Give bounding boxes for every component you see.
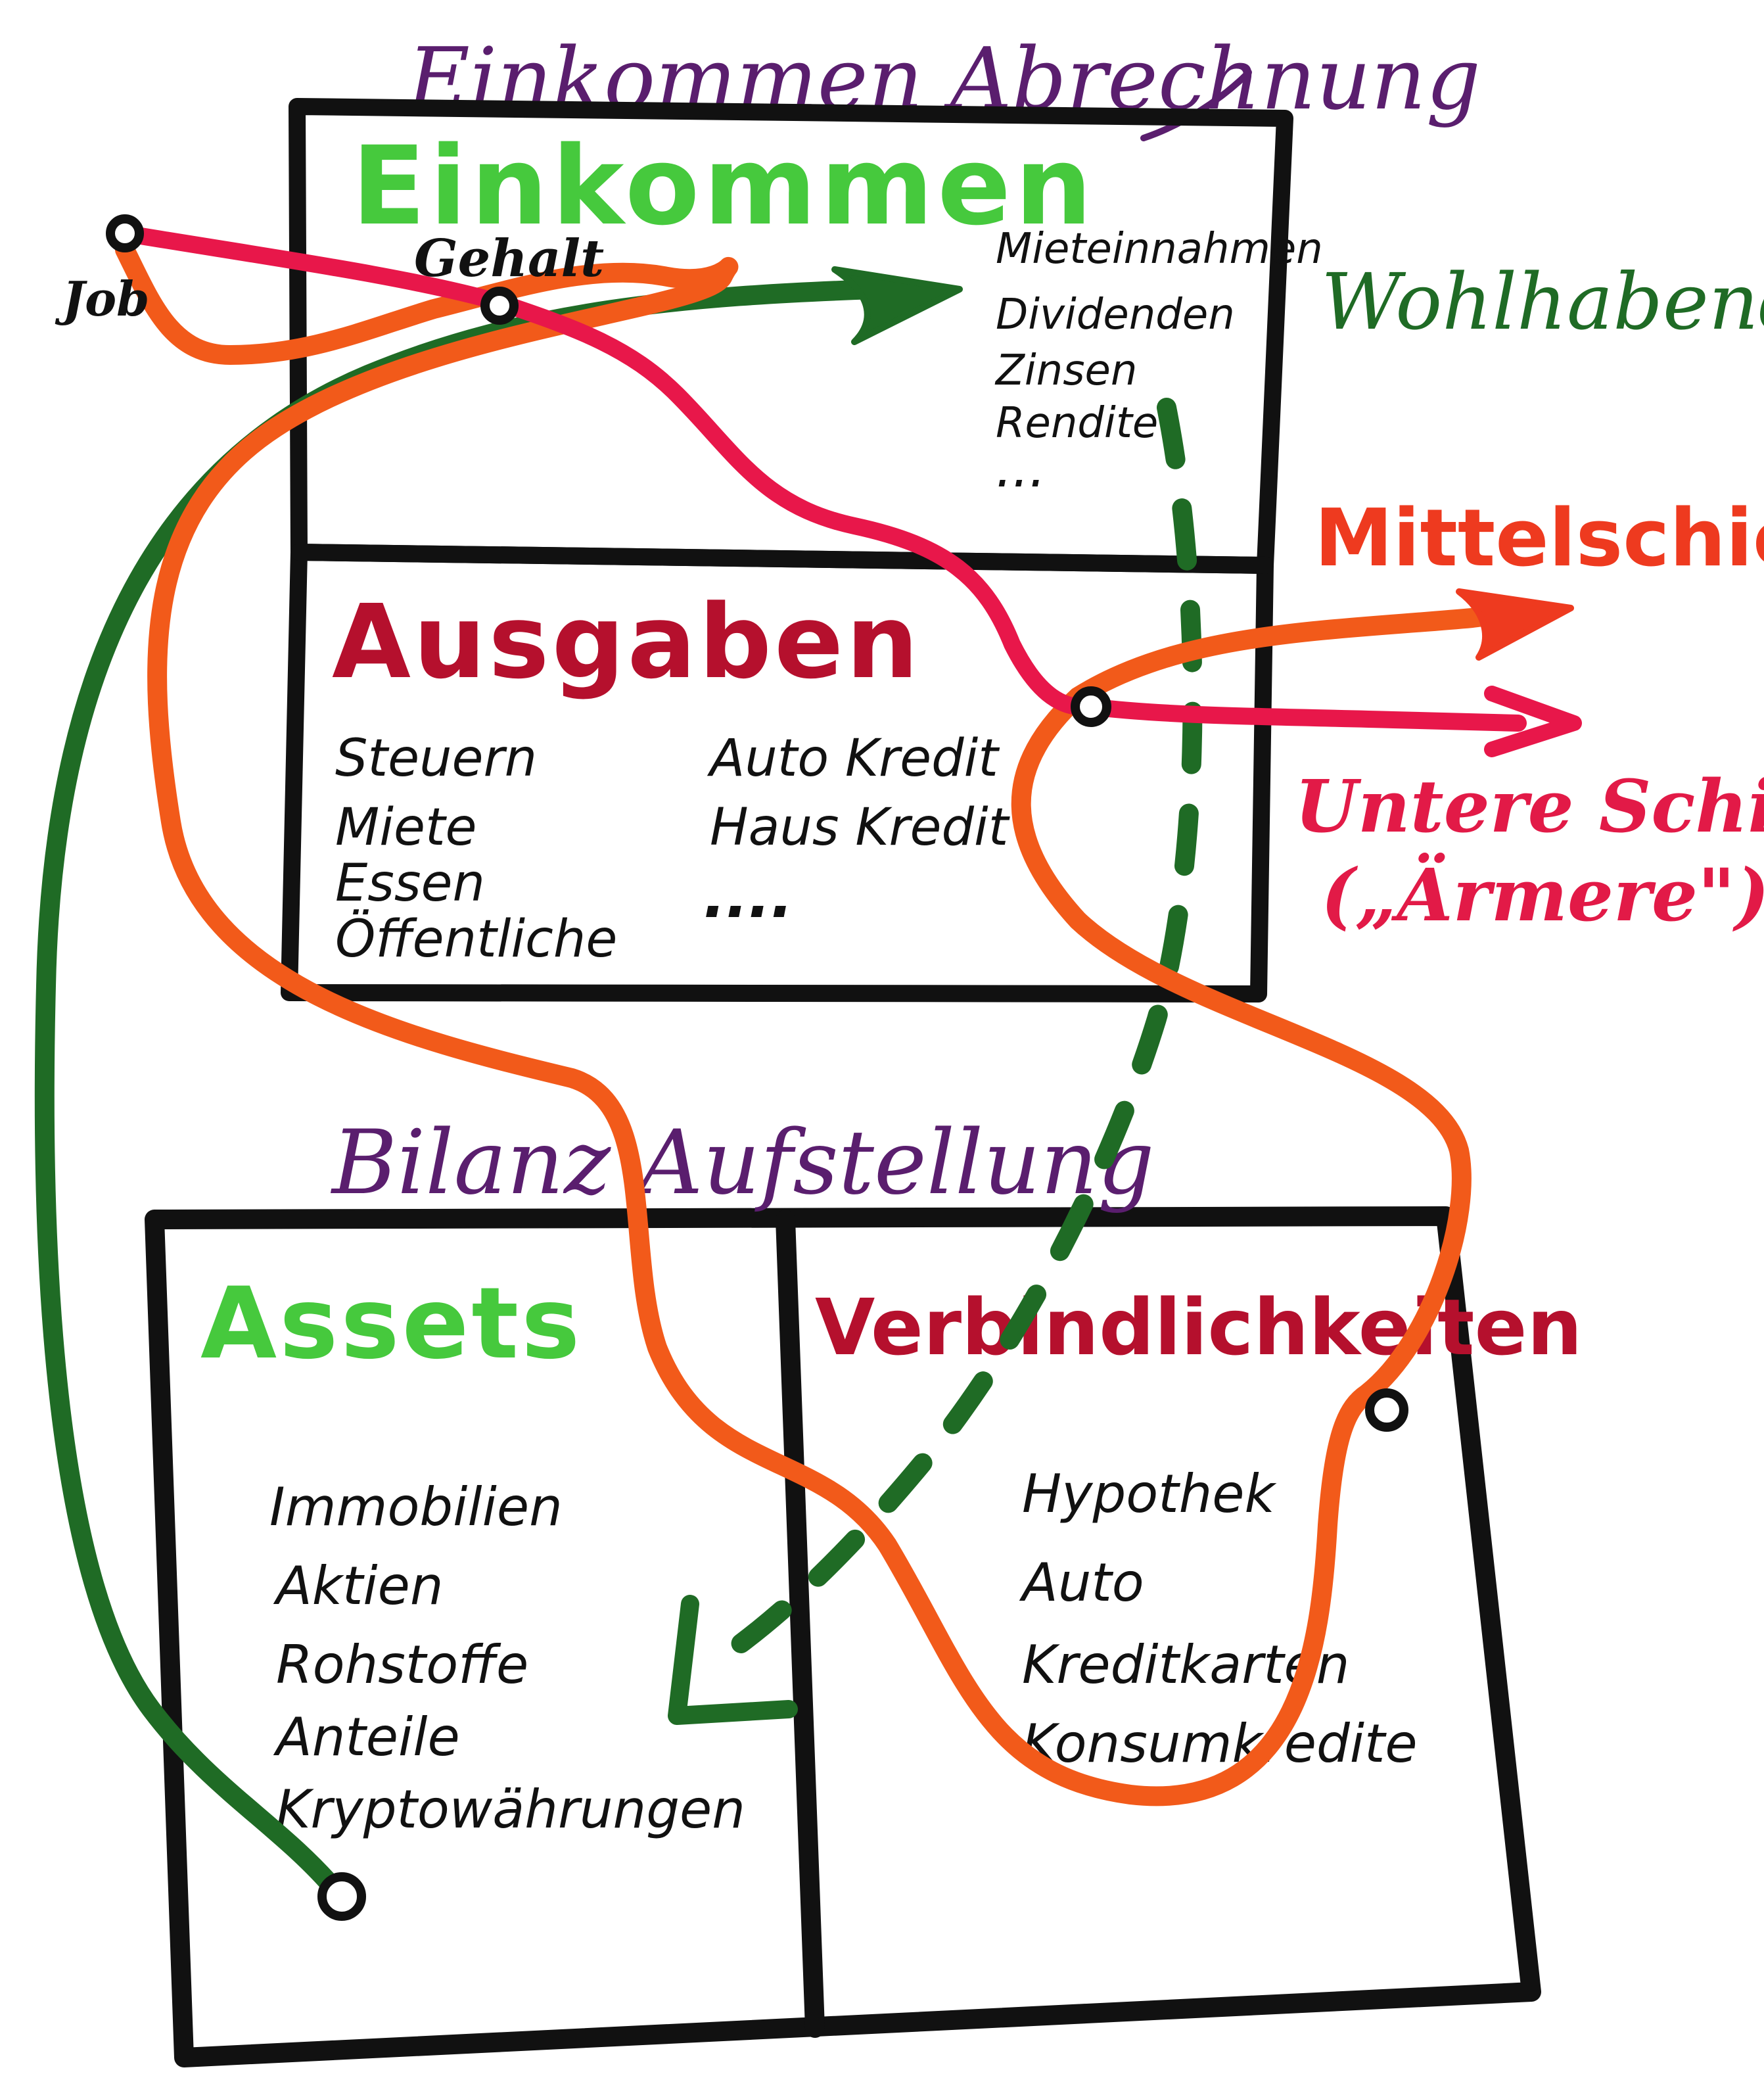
job-label: Job: [55, 271, 149, 327]
income-item: Mieteinnahmen: [996, 225, 1323, 273]
income-item: Rendite: [996, 399, 1158, 448]
assets-heading: Assets: [200, 1267, 582, 1381]
expense-items-right: Auto Kredit Haus Kredit ....: [703, 729, 1010, 932]
income-item: Zinsen: [994, 346, 1137, 395]
job-node: [106, 214, 144, 252]
expense-item: Auto Kredit: [707, 729, 1000, 788]
balance-sheet-box: [145, 1206, 1541, 2067]
expenses-heading: Ausgaben: [332, 582, 921, 701]
liability-item: Auto: [1019, 1552, 1144, 1613]
expense-items-left: Steuern Miete Essen Öffentliche: [335, 729, 617, 969]
salary-node: [480, 287, 519, 325]
middle-class-arrow-head: [1456, 588, 1574, 661]
expense-junction-node: [1071, 686, 1111, 727]
asset-items-list: Immobilien Aktien Rohstoffe Anteile Kryp…: [269, 1476, 745, 1840]
lower-class-note: („Ärmere"): [1321, 852, 1764, 937]
middle-class-flow-line: [115, 240, 1535, 1806]
expense-item: Steuern: [335, 729, 537, 788]
salary-label: Gehalt: [414, 229, 604, 289]
asset-start-node: [317, 1872, 366, 1921]
lower-class-flow-line: [116, 225, 1527, 732]
wealthy-label: Wohlhabende: [1321, 256, 1764, 347]
expense-item: Miete: [335, 798, 477, 857]
liability-item: Konsumkredite: [1022, 1713, 1418, 1774]
expense-item: Essen: [335, 854, 485, 913]
income-items-list: Mieteinnahmen Dividenden Zinsen Rendite …: [994, 225, 1323, 499]
lower-class-arrow-head: [1484, 686, 1582, 757]
passive-income-dashed-line: [713, 398, 1203, 1666]
asset-item: Kryptowährungen: [276, 1779, 745, 1840]
assets-liabilities-divider: [776, 1210, 825, 2038]
asset-item: Aktien: [273, 1555, 444, 1616]
lower-class-label: Untere Schicht: [1295, 764, 1764, 849]
expense-item: ....: [703, 862, 793, 932]
wealthy-arrow-head: [831, 266, 963, 345]
liability-item: Hypothek: [1022, 1463, 1277, 1524]
asset-item: Rohstoffe: [276, 1634, 528, 1695]
assets-arrow-head: [668, 1595, 798, 1725]
middle-class-label: Mittelschicht: [1314, 493, 1764, 584]
liability-items-list: Hypothek Auto Kreditkarten Konsumkredite: [1019, 1463, 1418, 1774]
liability-junction-node: [1365, 1388, 1408, 1432]
income-item: ...: [996, 438, 1046, 499]
expense-item: Haus Kredit: [710, 798, 1010, 857]
balance-sheet-title: Bilanz Aufstellung: [330, 1111, 1155, 1214]
liabilities-heading: Verbindlichkeiten: [815, 1282, 1583, 1373]
asset-item: Immobilien: [269, 1476, 563, 1538]
income-item: Dividenden: [996, 291, 1235, 339]
income-heading: Einkommen: [352, 123, 1096, 249]
asset-item: Anteile: [273, 1707, 460, 1768]
income-expense-divider: [290, 544, 1274, 574]
expense-item: Öffentliche: [335, 909, 617, 969]
